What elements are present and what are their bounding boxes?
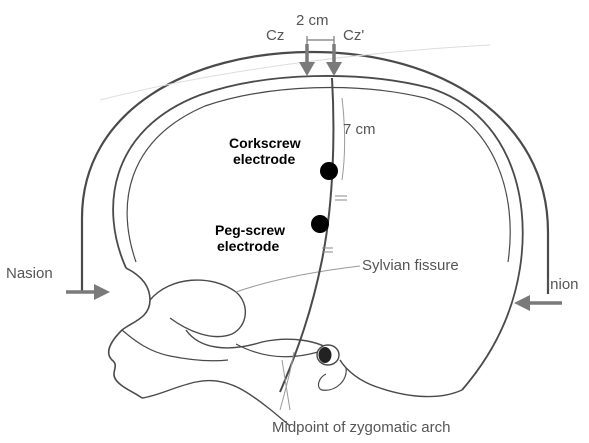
pegscrew-label-line2: electrode [217, 238, 279, 254]
pegscrew-label-line1: Peg-screw [215, 222, 285, 238]
cz-arrow [299, 44, 315, 76]
seven-cm-label: 7 cm [343, 121, 376, 138]
pegscrew-electrode-dot [311, 215, 329, 233]
corkscrew-label-line1: Corkscrew [229, 135, 301, 151]
cz-prime-label: Cz' [343, 27, 364, 44]
maxilla-outline [122, 330, 228, 361]
face-outline [109, 268, 150, 398]
sylvian-fissure-line [236, 266, 360, 292]
inion-label: Inion [546, 276, 579, 293]
cz-label: Cz [266, 27, 284, 44]
cz-prime-arrow [326, 44, 342, 76]
nasion-arrow [66, 284, 110, 300]
jaw-outline [142, 380, 290, 426]
ear-canal [319, 347, 332, 363]
mastoid-outline [319, 368, 347, 390]
sylvian-fissure-label: Sylvian fissure [362, 257, 459, 274]
corkscrew-label-line2: electrode [233, 151, 295, 167]
cheekbone-outline [186, 330, 334, 352]
zygomatic-label: Midpoint of zygomatic arch [272, 419, 450, 436]
cranium-inner-outline [127, 88, 510, 262]
occipital-outline [340, 360, 462, 397]
orbit-outline [150, 280, 245, 337]
two-cm-label: 2 cm [296, 12, 329, 29]
seven-cm-guide [342, 98, 345, 180]
corkscrew-electrode-dot [320, 162, 338, 180]
two-cm-bracket [307, 36, 334, 44]
nasion-label: Nasion [6, 265, 53, 282]
inion-arrow [514, 295, 562, 311]
